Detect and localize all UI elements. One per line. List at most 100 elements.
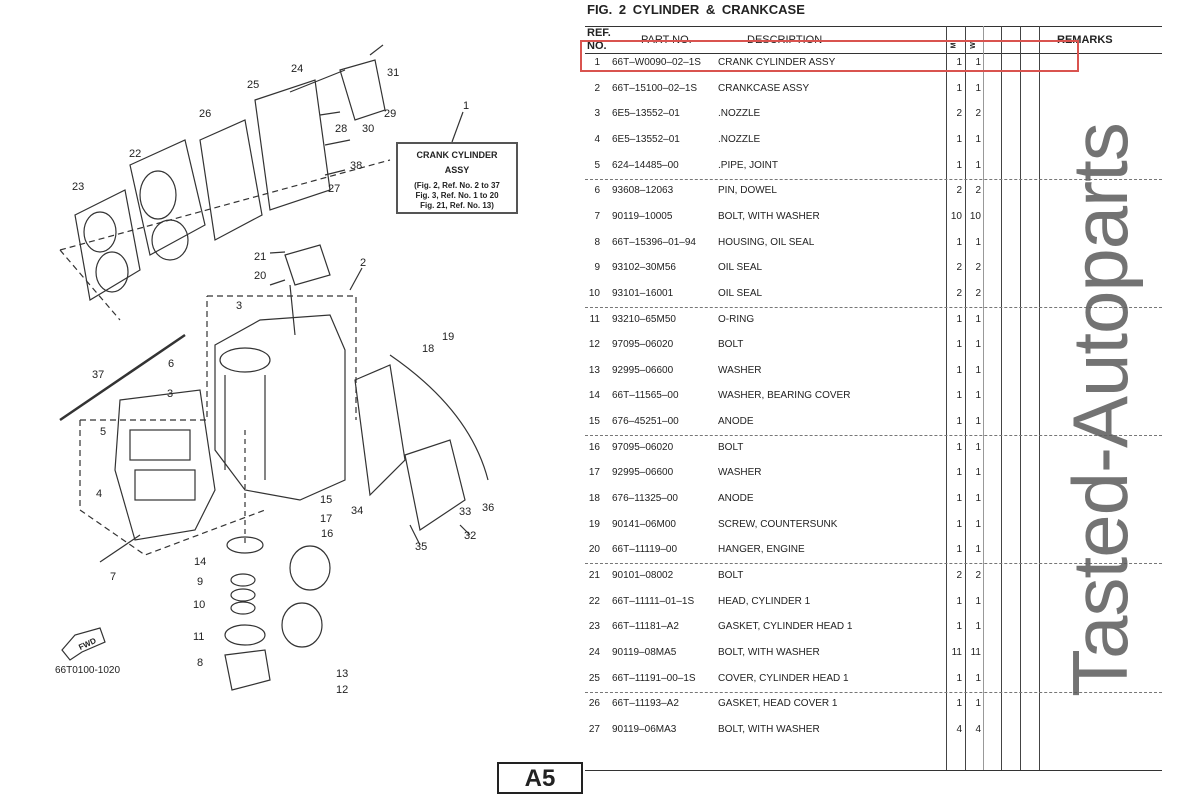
figure-title: FIG. 2 CYLINDER & CRANKCASE — [587, 2, 805, 17]
cell-w: 1 — [975, 364, 981, 376]
cell-description: .NOZZLE — [718, 133, 761, 145]
cell-ref: 11 — [589, 313, 600, 325]
cell-ref: 27 — [588, 723, 600, 735]
cell-w: 2 — [975, 570, 981, 581]
cell-w: 1 — [975, 82, 981, 94]
column-divider — [1039, 26, 1040, 770]
cell-m: 10 — [950, 210, 962, 222]
cell-part-no: 624–14485–00 — [612, 159, 679, 171]
cell-ref: 22 — [588, 595, 600, 607]
cell-m: 1 — [956, 133, 962, 145]
cell-ref: 12 — [588, 339, 600, 351]
group-separator — [585, 563, 1162, 565]
cell-part-no: 66T–11193–A2 — [612, 698, 679, 710]
column-divider — [983, 26, 984, 770]
header-ref: REF. — [587, 27, 611, 39]
cell-ref: 5 — [594, 159, 600, 171]
cell-m: 1 — [956, 416, 962, 428]
cell-part-no: 97095–06020 — [612, 339, 674, 351]
callout: 17 — [320, 513, 332, 525]
cell-part-no: 676–45251–00 — [612, 416, 679, 428]
callout: 7 — [110, 571, 116, 583]
callout: 19 — [442, 331, 454, 343]
cell-part-no: 66T–11191–00–1S — [612, 672, 696, 684]
cell-description: .PIPE, JOINT — [718, 159, 779, 171]
cell-m: 1 — [956, 467, 962, 479]
group-separator — [585, 306, 1162, 308]
callout: 1 — [463, 100, 469, 112]
cell-m: 2 — [956, 185, 962, 197]
cell-description: BOLT, WITH WASHER — [718, 210, 820, 222]
cell-m: 1 — [956, 82, 962, 94]
callout: 24 — [291, 63, 303, 75]
cell-m: 1 — [956, 672, 962, 684]
cell-part-no: 6E5–13552–01 — [612, 133, 680, 145]
callout: 32 — [464, 530, 476, 542]
cell-w: 1 — [975, 544, 981, 556]
callout: 26 — [199, 108, 211, 120]
cell-w: 1 — [975, 159, 981, 171]
cell-m: 1 — [956, 544, 962, 556]
callout: 35 — [415, 541, 427, 553]
cell-ref: 15 — [588, 416, 600, 428]
callout: 31 — [387, 67, 399, 79]
cell-ref: 18 — [588, 493, 600, 505]
callout: 25 — [247, 79, 259, 91]
callout: 3 — [236, 300, 242, 312]
callout: 2 — [360, 257, 366, 269]
cell-w: 2 — [975, 108, 981, 120]
cell-w: 1 — [975, 595, 981, 607]
group-separator — [585, 691, 1162, 693]
callout: 9 — [197, 576, 203, 588]
cell-m: 2 — [956, 570, 962, 581]
callout: 4 — [96, 488, 102, 500]
cell-m: 2 — [956, 108, 962, 120]
callout: 28 — [335, 123, 347, 135]
assy-label-line: ASSY — [445, 165, 470, 175]
cell-w: 10 — [969, 210, 981, 222]
cell-description: BOLT — [718, 570, 744, 581]
cell-m: 11 — [951, 646, 962, 658]
callout: 38 — [350, 160, 362, 172]
header-rule — [585, 53, 1162, 54]
callout: 12 — [336, 684, 348, 696]
cell-ref: 26 — [588, 698, 600, 710]
cell-part-no: 93210–65M50 — [612, 313, 676, 325]
cell-m: 1 — [956, 236, 962, 248]
cell-description: BOLT — [718, 339, 744, 351]
cell-ref: 21 — [588, 570, 600, 581]
cell-ref: 17 — [588, 467, 600, 479]
cell-w: 1 — [975, 133, 981, 145]
cell-description: HANGER, ENGINE — [718, 544, 805, 556]
cell-ref: 8 — [594, 236, 600, 248]
cell-w: 1 — [975, 57, 981, 68]
cell-m: 1 — [956, 364, 962, 376]
callout: 6 — [168, 358, 174, 370]
callout: 15 — [320, 494, 332, 506]
cell-ref: 24 — [588, 646, 600, 658]
page-label: A5 — [497, 762, 583, 794]
cell-ref: 7 — [594, 210, 600, 222]
callout: 14 — [194, 556, 206, 568]
cell-part-no: 6E5–13552–01 — [612, 108, 680, 120]
watermark: Tasted-Autoparts — [1056, 123, 1144, 697]
assy-label-box: CRANK CYLINDER ASSY (Fig. 2, Ref. No. 2 … — [396, 142, 518, 214]
cell-description: WASHER, BEARING COVER — [718, 390, 851, 402]
cell-description: OIL SEAL — [718, 262, 763, 274]
